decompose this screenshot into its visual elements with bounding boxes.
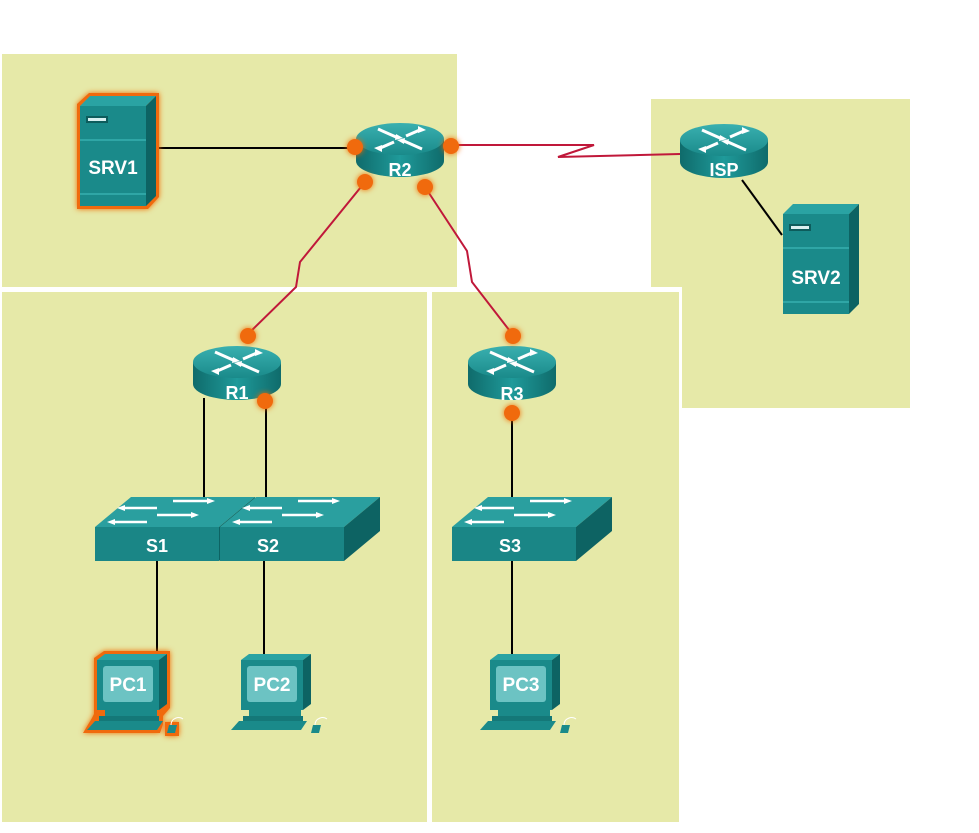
r2-label: R2 [388, 160, 411, 180]
switch-s2[interactable]: S2 [218, 495, 382, 563]
interface-dot-r2-r1[interactable] [357, 174, 373, 190]
server-srv2[interactable]: SRV2 [782, 203, 860, 315]
r1-label: R1 [225, 383, 248, 403]
interface-dot-r2-r3[interactable] [417, 179, 433, 195]
interface-dot-r3-r2[interactable] [505, 328, 521, 344]
s3-label: S3 [499, 536, 521, 556]
server-srv1[interactable]: SRV1 [77, 93, 159, 209]
s2-label: S2 [257, 536, 279, 556]
interface-dot-r1-s2[interactable] [257, 393, 273, 409]
interface-dot-r3-s3[interactable] [504, 405, 520, 421]
router-isp[interactable]: ISP [678, 122, 770, 180]
srv2-label: SRV2 [791, 268, 840, 289]
switch-s3[interactable]: S3 [450, 495, 614, 563]
pc1-label: PC1 [110, 675, 147, 696]
interface-dot-r2-isp[interactable] [443, 138, 459, 154]
r3-label: R3 [500, 384, 523, 404]
link-isp-srv2 [741, 179, 783, 236]
srv1-label: SRV1 [88, 158, 138, 179]
pc-pc2[interactable]: PC2 [230, 653, 328, 734]
link-r2-r3 [424, 186, 514, 336]
switch-s1[interactable]: S1 [93, 495, 257, 563]
link-r2-isp [452, 144, 681, 158]
router-r1[interactable]: R1 [191, 344, 283, 403]
pc-pc3[interactable]: PC3 [479, 653, 577, 734]
interface-dot-r2-srv1[interactable] [347, 139, 363, 155]
link-r2-r1 [245, 181, 366, 337]
s1-label: S1 [146, 536, 168, 556]
isp-label: ISP [709, 160, 738, 180]
interface-dot-r1-r2[interactable] [240, 328, 256, 344]
pc-pc1[interactable]: PC1 [83, 651, 184, 736]
pc2-label: PC2 [254, 675, 291, 696]
router-r2[interactable]: R2 [354, 121, 446, 180]
pc3-label: PC3 [503, 675, 540, 696]
router-r3[interactable]: R3 [466, 344, 558, 404]
links [156, 144, 783, 654]
